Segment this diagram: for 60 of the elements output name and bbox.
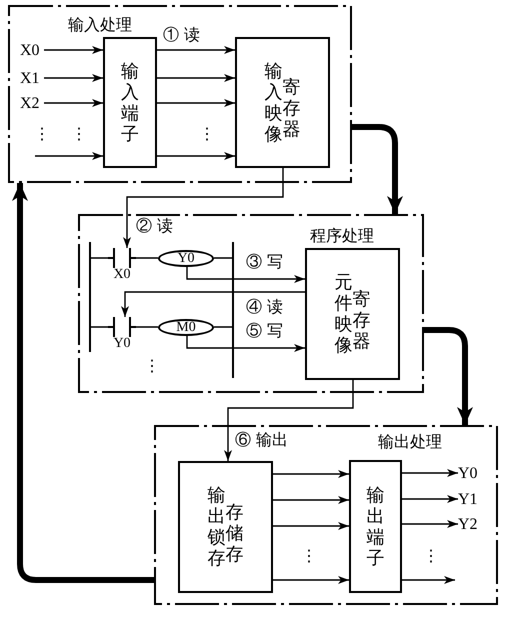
arrow (157, 152, 235, 160)
rung-line (214, 326, 232, 328)
arrow (273, 576, 349, 584)
arrow (402, 520, 458, 528)
rung-line (91, 326, 108, 328)
group-frame (154, 425, 498, 605)
arrow (186, 336, 305, 352)
edge-label: ④ 读 (246, 297, 284, 316)
arrow (121, 291, 305, 317)
rung-line (91, 257, 108, 259)
rung-line (136, 326, 158, 328)
signal-label: X2 (20, 95, 44, 112)
arrow (186, 267, 305, 283)
arrow (157, 46, 235, 54)
signal-label: Y2 (458, 516, 488, 533)
rung-line (136, 257, 158, 259)
signal-label: Y0 (458, 465, 488, 482)
contact: X0 (108, 248, 136, 282)
arrow (44, 74, 103, 82)
ellipsis-label: ⋮ (71, 124, 87, 144)
arrow (402, 469, 458, 477)
arrow (273, 470, 349, 478)
arrow (273, 522, 349, 530)
arrow (44, 99, 103, 107)
contact: Y0 (108, 317, 136, 351)
thick-arrow (352, 124, 403, 214)
thick-arrow (424, 327, 473, 425)
edge-label: ⑥ 输出 (235, 430, 288, 449)
signal-label: X0 (20, 42, 44, 59)
edge-label: ③ 写 (246, 252, 284, 271)
ellipsis-label: ⋮ (144, 356, 160, 376)
signal-label: Y1 (458, 491, 488, 508)
arrow (402, 576, 455, 584)
edge-label: ① 读 (163, 25, 200, 44)
edge-label: ② 读 (136, 216, 174, 235)
rung-line (214, 257, 232, 259)
ellipsis-label: ⋮ (199, 124, 215, 144)
arrow (157, 99, 235, 107)
group-title: 程序处理 (310, 226, 374, 246)
ellipsis-label: ⋮ (34, 124, 50, 144)
group-title: 输入处理 (68, 15, 132, 35)
arrow (157, 74, 235, 82)
arrow (35, 152, 103, 160)
coil: Y0 (158, 250, 214, 267)
terminal-block: 输入端子 (103, 37, 157, 168)
thick-arrow (12, 183, 154, 583)
group-title: 输出处理 (378, 432, 442, 452)
terminal-block: 输出端子 (349, 460, 402, 593)
ellipsis-label: ⋮ (423, 546, 439, 566)
ellipsis-label: ⋮ (301, 546, 317, 566)
group-frame (8, 5, 352, 183)
arrow (224, 380, 354, 461)
edge-label: ⑤ 写 (246, 321, 284, 340)
signal-label: X1 (20, 70, 44, 87)
arrow (44, 46, 103, 54)
coil: M0 (158, 319, 214, 336)
arrow (402, 495, 458, 503)
arrow (273, 496, 349, 504)
arrow (123, 168, 284, 248)
group-frame (78, 214, 424, 393)
